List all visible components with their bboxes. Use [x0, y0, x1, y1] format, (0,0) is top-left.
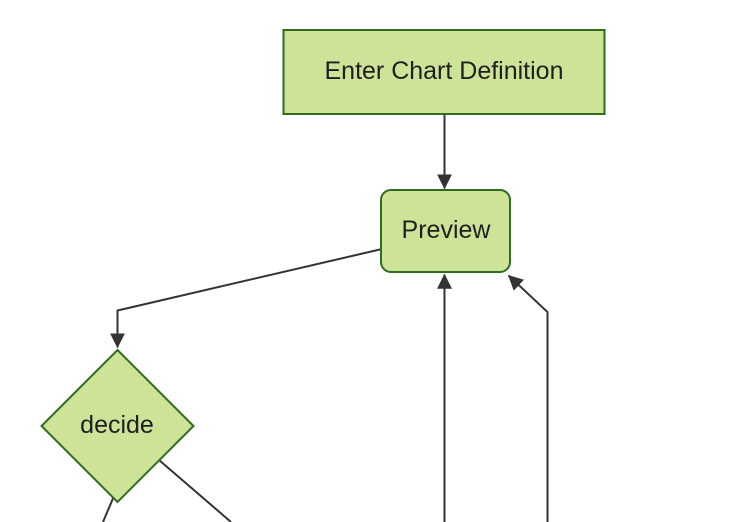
node-label-enter-chart-definition: Enter Chart Definition — [324, 57, 564, 85]
node-label-decide: decide — [80, 411, 154, 439]
node-decide — [40, 348, 195, 504]
node-preview — [380, 189, 511, 273]
node-label-preview: Preview — [401, 216, 491, 244]
node-enter-chart-definition — [282, 29, 606, 115]
edge-decide-to-offscreen-bottom-left — [102, 495, 115, 522]
edge-preview-to-decide — [110, 248, 383, 349]
edge-offscreen-bottom-right-to-preview — [507, 274, 549, 522]
edge-decide-to-offscreen-bottom — [158, 459, 232, 522]
